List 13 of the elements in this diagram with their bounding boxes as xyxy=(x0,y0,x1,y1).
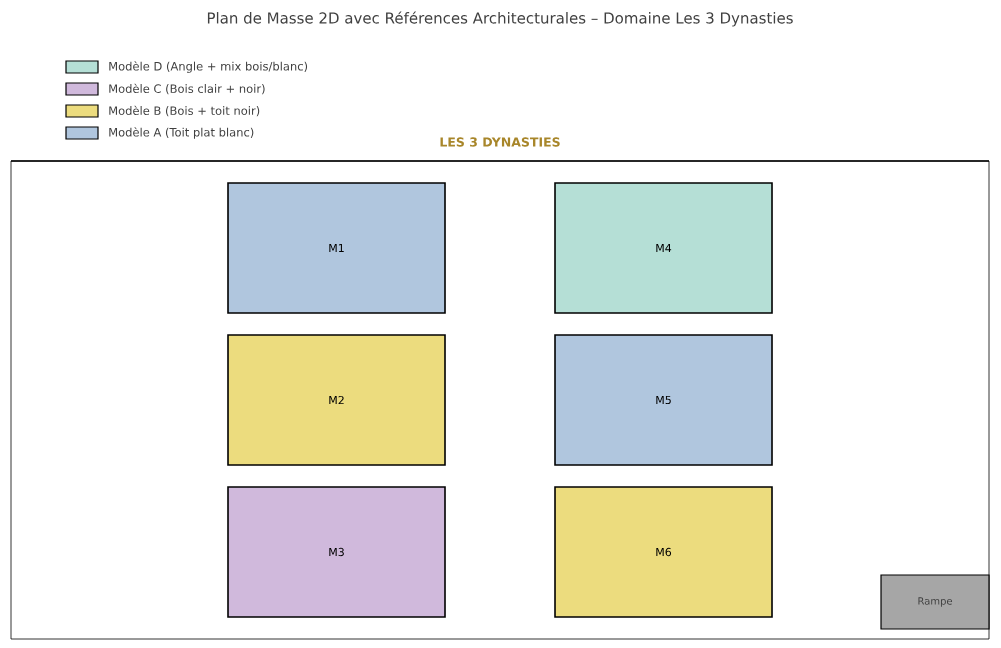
house-plot: M6 xyxy=(554,486,773,618)
house-plot: M5 xyxy=(554,334,773,466)
legend-label: Modèle B (Bois + toit noir) xyxy=(109,105,260,117)
house-plot: M4 xyxy=(554,182,773,314)
legend-label: Modèle C (Bois clair + noir) xyxy=(109,83,265,95)
house-plot: M1 xyxy=(227,182,446,314)
ramp-block: Rampe xyxy=(880,574,990,630)
house-plot: M3 xyxy=(227,486,446,618)
house-plot: M2 xyxy=(227,334,446,466)
node-label: LES 3 DYNASTIES xyxy=(440,137,560,147)
legend-label: Modèle A (Toit plat blanc) xyxy=(109,127,254,139)
title: Plan de Masse 2D avec Références Architecturales – Domaine Les 3 Dynasties xyxy=(207,11,793,27)
legend-label: Modèle D (Angle + mix bois/blanc) xyxy=(109,61,308,73)
